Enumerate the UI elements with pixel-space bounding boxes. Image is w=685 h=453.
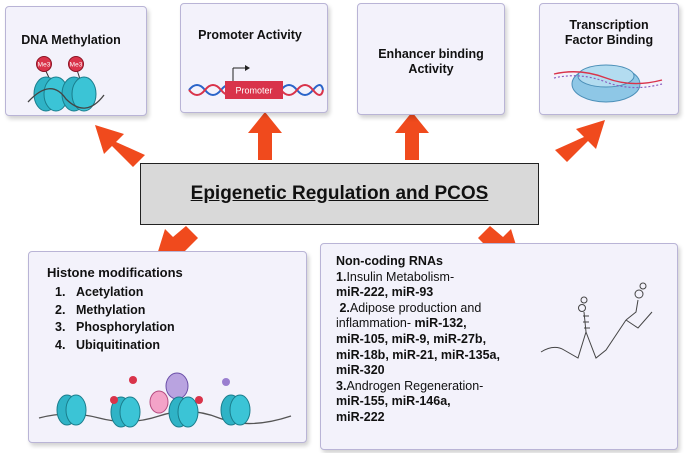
histone-modifications-box: Histone modifications 1.Acetylation 2.Me… <box>28 251 307 443</box>
transcription-factor-icon <box>553 64 663 103</box>
arrow-to-promoter-activity <box>248 112 282 160</box>
non-coding-rnas-box: Non-coding RNAs 1.Insulin Metabolism- mi… <box>320 243 678 450</box>
transcription-factor-title-line2: Factor Binding <box>564 33 654 47</box>
arrow-to-enhancer-binding <box>395 112 429 160</box>
ncrna-section-1: 1.Insulin Metabolism- <box>336 269 455 284</box>
dna-methylation-box: DNA Methylation Me3 Me3 <box>5 6 147 116</box>
ncrna-section-2-mirs-c: miR-18b, miR-21, miR-135a, <box>336 347 500 362</box>
me3-label: Me3 <box>38 62 51 69</box>
histone-list: 1.Acetylation 2.Methylation 3.Phosphoryl… <box>55 284 175 354</box>
ncrna-section-3: 3.Androgen Regeneration- <box>336 378 484 393</box>
ncrna-text: Non-coding RNAs 1.Insulin Metabolism- mi… <box>336 254 551 426</box>
me3-label: Me3 <box>70 62 83 69</box>
transcription-factor-box: Transcription Factor Binding <box>539 3 679 115</box>
transcription-factor-title-line1: Transcription <box>569 18 649 32</box>
dna-methylation-title: DNA Methylation <box>21 33 121 47</box>
list-item: 2.Methylation <box>55 302 146 317</box>
center-title-box: Epigenetic Regulation and PCOS <box>140 163 539 225</box>
list-item: 4.Ubiquitination <box>55 337 161 352</box>
enhancer-binding-box: Enhancer binding Activity <box>357 3 505 115</box>
enhancer-binding-title-line1: Enhancer binding <box>378 47 484 61</box>
ncrna-section-3-mirs-b: miR-222 <box>336 409 385 424</box>
ncrna-section-2-mirs-d: miR-320 <box>336 363 385 378</box>
ncrna-section-1-mirs: miR-222, miR-93 <box>336 285 434 300</box>
ncrna-section-2-line2: inflammation- miR-132, <box>336 316 467 331</box>
histone-title: Histone modifications <box>47 265 183 280</box>
enhancer-binding-title-line2: Activity <box>408 62 454 76</box>
ncrna-section-2-mirs-b: miR-105, miR-9, miR-27b, <box>336 331 487 346</box>
ncrna-section-3-mirs-a: miR-155, miR-146a, <box>336 394 451 409</box>
ncrna-title: Non-coding RNAs <box>336 254 443 268</box>
arrow-to-dna-methylation <box>95 125 145 167</box>
ncrna-section-2: 2.Adipose production and <box>339 300 482 315</box>
arrow-to-transcription-factor <box>555 120 605 162</box>
histone-nucleosomes-icon <box>38 372 292 428</box>
rna-hairpin-icon <box>540 282 653 359</box>
promoter-activity-box: Promoter Activity Promoter <box>180 3 328 113</box>
list-item: 1.Acetylation <box>55 285 144 299</box>
list-item: 3.Phosphorylation <box>55 320 175 334</box>
promoter-dna-icon: Promoter <box>188 65 324 99</box>
promoter-activity-title: Promoter Activity <box>198 28 302 42</box>
methylated-nucleosome-icon: Me3 Me3 <box>27 56 105 112</box>
promoter-label: Promoter <box>235 86 272 96</box>
center-title: Epigenetic Regulation and PCOS <box>190 183 489 204</box>
